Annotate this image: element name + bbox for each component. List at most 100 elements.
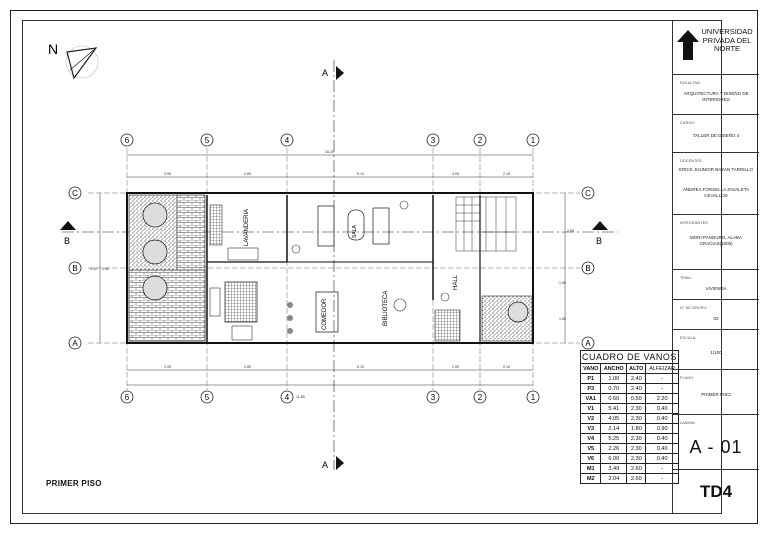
svg-text:4: 4 [285,136,290,145]
north-arrow-icon [65,45,99,80]
vanos-cell: 6.00 [600,453,628,464]
building-walls [126,192,534,344]
plano-value: PRIMER PISO [701,392,731,397]
integrantes-value: MORI PANDURO, ALABA GRACIAS(1005) [690,235,742,246]
svg-text:A: A [322,68,328,78]
svg-text:3: 3 [431,393,436,402]
vanos-cell: 2.30 [626,403,647,414]
section-mark-a-bottom: A [322,456,344,470]
room-label-hall: HALL [453,274,459,290]
vanos-cell: 5.25 [600,433,628,444]
project-code: TD4 [699,482,733,501]
tema-value: VIVIENDA [705,286,727,291]
svg-text:A: A [322,460,328,470]
vanos-cell: 0.50 [626,393,647,404]
svg-text:4: 4 [285,393,290,402]
svg-text:1: 1 [531,393,536,402]
vanos-cell: 2.30 [626,413,647,424]
vanos-cell: 3.49 [600,463,628,474]
vanos-cell: 5.41 [600,403,628,414]
vanos-cell: VA1 [579,393,602,404]
university-name: UNIVERSIDAD PRIVADA DEL NORTE [701,27,753,53]
vanos-cell: 1.00 [600,373,628,384]
vanos-header-ancho: ANCHO [600,363,628,374]
vanos-cell: 2.26 [600,443,628,454]
dim-axis-mark: 11.85 [296,395,305,399]
svg-text:B: B [585,264,590,273]
dim-overall: 16.20 [325,150,334,154]
vanos-cell: V1 [579,403,602,414]
axis-bubbles-bottom: 6 5 4 3 2 1 [120,390,540,404]
vanos-cell: V3 [579,423,602,434]
code-cell: TD4 [673,470,759,514]
dim-left-2: 3.40 [102,267,109,271]
vanos-cell: 4.05 [600,413,628,424]
plano-cell: PLANO: PRIMER PISO [673,370,759,415]
curso-cell: CURSO: TALLER DE DISEÑO 4 [673,115,759,153]
vanos-cell: - [645,473,679,484]
vanos-cell: 2.04 [600,473,628,484]
vanos-cell: 2.60 [626,463,647,474]
docente-2: ANDREA FORSELLA ZAVALETA CEVALLOS [682,187,750,198]
svg-text:B: B [64,236,70,246]
svg-text:C: C [585,189,591,198]
vanos-cell: 2.30 [626,433,647,444]
dim-left-1: 3.40 [90,267,97,271]
vanos-cell: 2.30 [626,453,647,464]
university-cell: UNIVERSIDAD PRIVADA DEL NORTE [673,20,759,75]
vanos-table: CUADRO DE VANOS VANO ANCHO ALTO ALFEIZAR… [579,350,679,484]
escala-cell: ESCALA: 1/100 [673,330,759,370]
vanos-cell: M2 [579,473,602,484]
vanos-cell: V6 [579,453,602,464]
lamina-value: A - 01 [689,437,743,457]
dim-bot-2: 2.85 [244,365,251,369]
sheet-title: PRIMER PISO [46,479,102,488]
vanos-cell: V4 [579,433,602,444]
vanos-cell: V2 [579,413,602,424]
facultad-value: ARQUITECTURA Y DISEÑO DE INTERIORES [683,91,749,102]
dim-bot-3: 5.10 [357,365,364,369]
svg-text:6: 6 [125,136,130,145]
vanos-cell: M1 [579,463,602,474]
dim-top-4: 3.05 [452,172,459,176]
escala-value: 1/100 [710,350,722,355]
svg-text:B: B [596,236,602,246]
room-label-biblioteca: BIBLIOTECA [383,291,389,326]
dim-top-3: 5.10 [357,172,364,176]
svg-text:A: A [72,339,78,348]
north-label: N [48,41,58,57]
axis-bubbles-top: 6 5 4 3 2 1 [120,133,540,147]
university-logo-icon [677,30,699,60]
vanos-cell: 0.70 [600,383,628,394]
vanos-cell: P3 [579,383,602,394]
vanos-cell: P1 [579,373,602,384]
drawing-frame [22,20,722,514]
room-label-comedor: COMEDOR [322,298,328,330]
dim-right-3: 1.50 [559,317,566,321]
room-label-lavanderia: LAVANDERIA [244,209,250,246]
vanos-table-title: CUADRO DE VANOS [580,350,679,364]
dim-bot-5: 2.10 [503,365,510,369]
vanos-cell: 2.40 [626,373,647,384]
svg-text:6: 6 [125,393,130,402]
docente-1: ERICK JHUNIOR BAZAN TARRILLO [678,167,754,172]
room-label-sala: SALA [352,225,358,238]
svg-text:1: 1 [531,136,536,145]
facultad-cell: FACULTAD: ARQUITECTURA Y DISEÑO DE INTER… [673,75,759,115]
vanos-cell: 2.30 [626,443,647,454]
title-block: UNIVERSIDAD PRIVADA DEL NORTE FACULTAD: … [672,20,759,514]
vanos-header-vano: VANO [579,363,602,374]
vanos-cell: 0.60 [600,393,628,404]
dim-bot-1: 2.95 [164,365,171,369]
svg-text:2: 2 [478,393,483,402]
dim-bot-4: 1.55 [452,365,459,369]
section-mark-a-top: A [322,66,344,80]
dim-top-2: 2.85 [244,172,251,176]
